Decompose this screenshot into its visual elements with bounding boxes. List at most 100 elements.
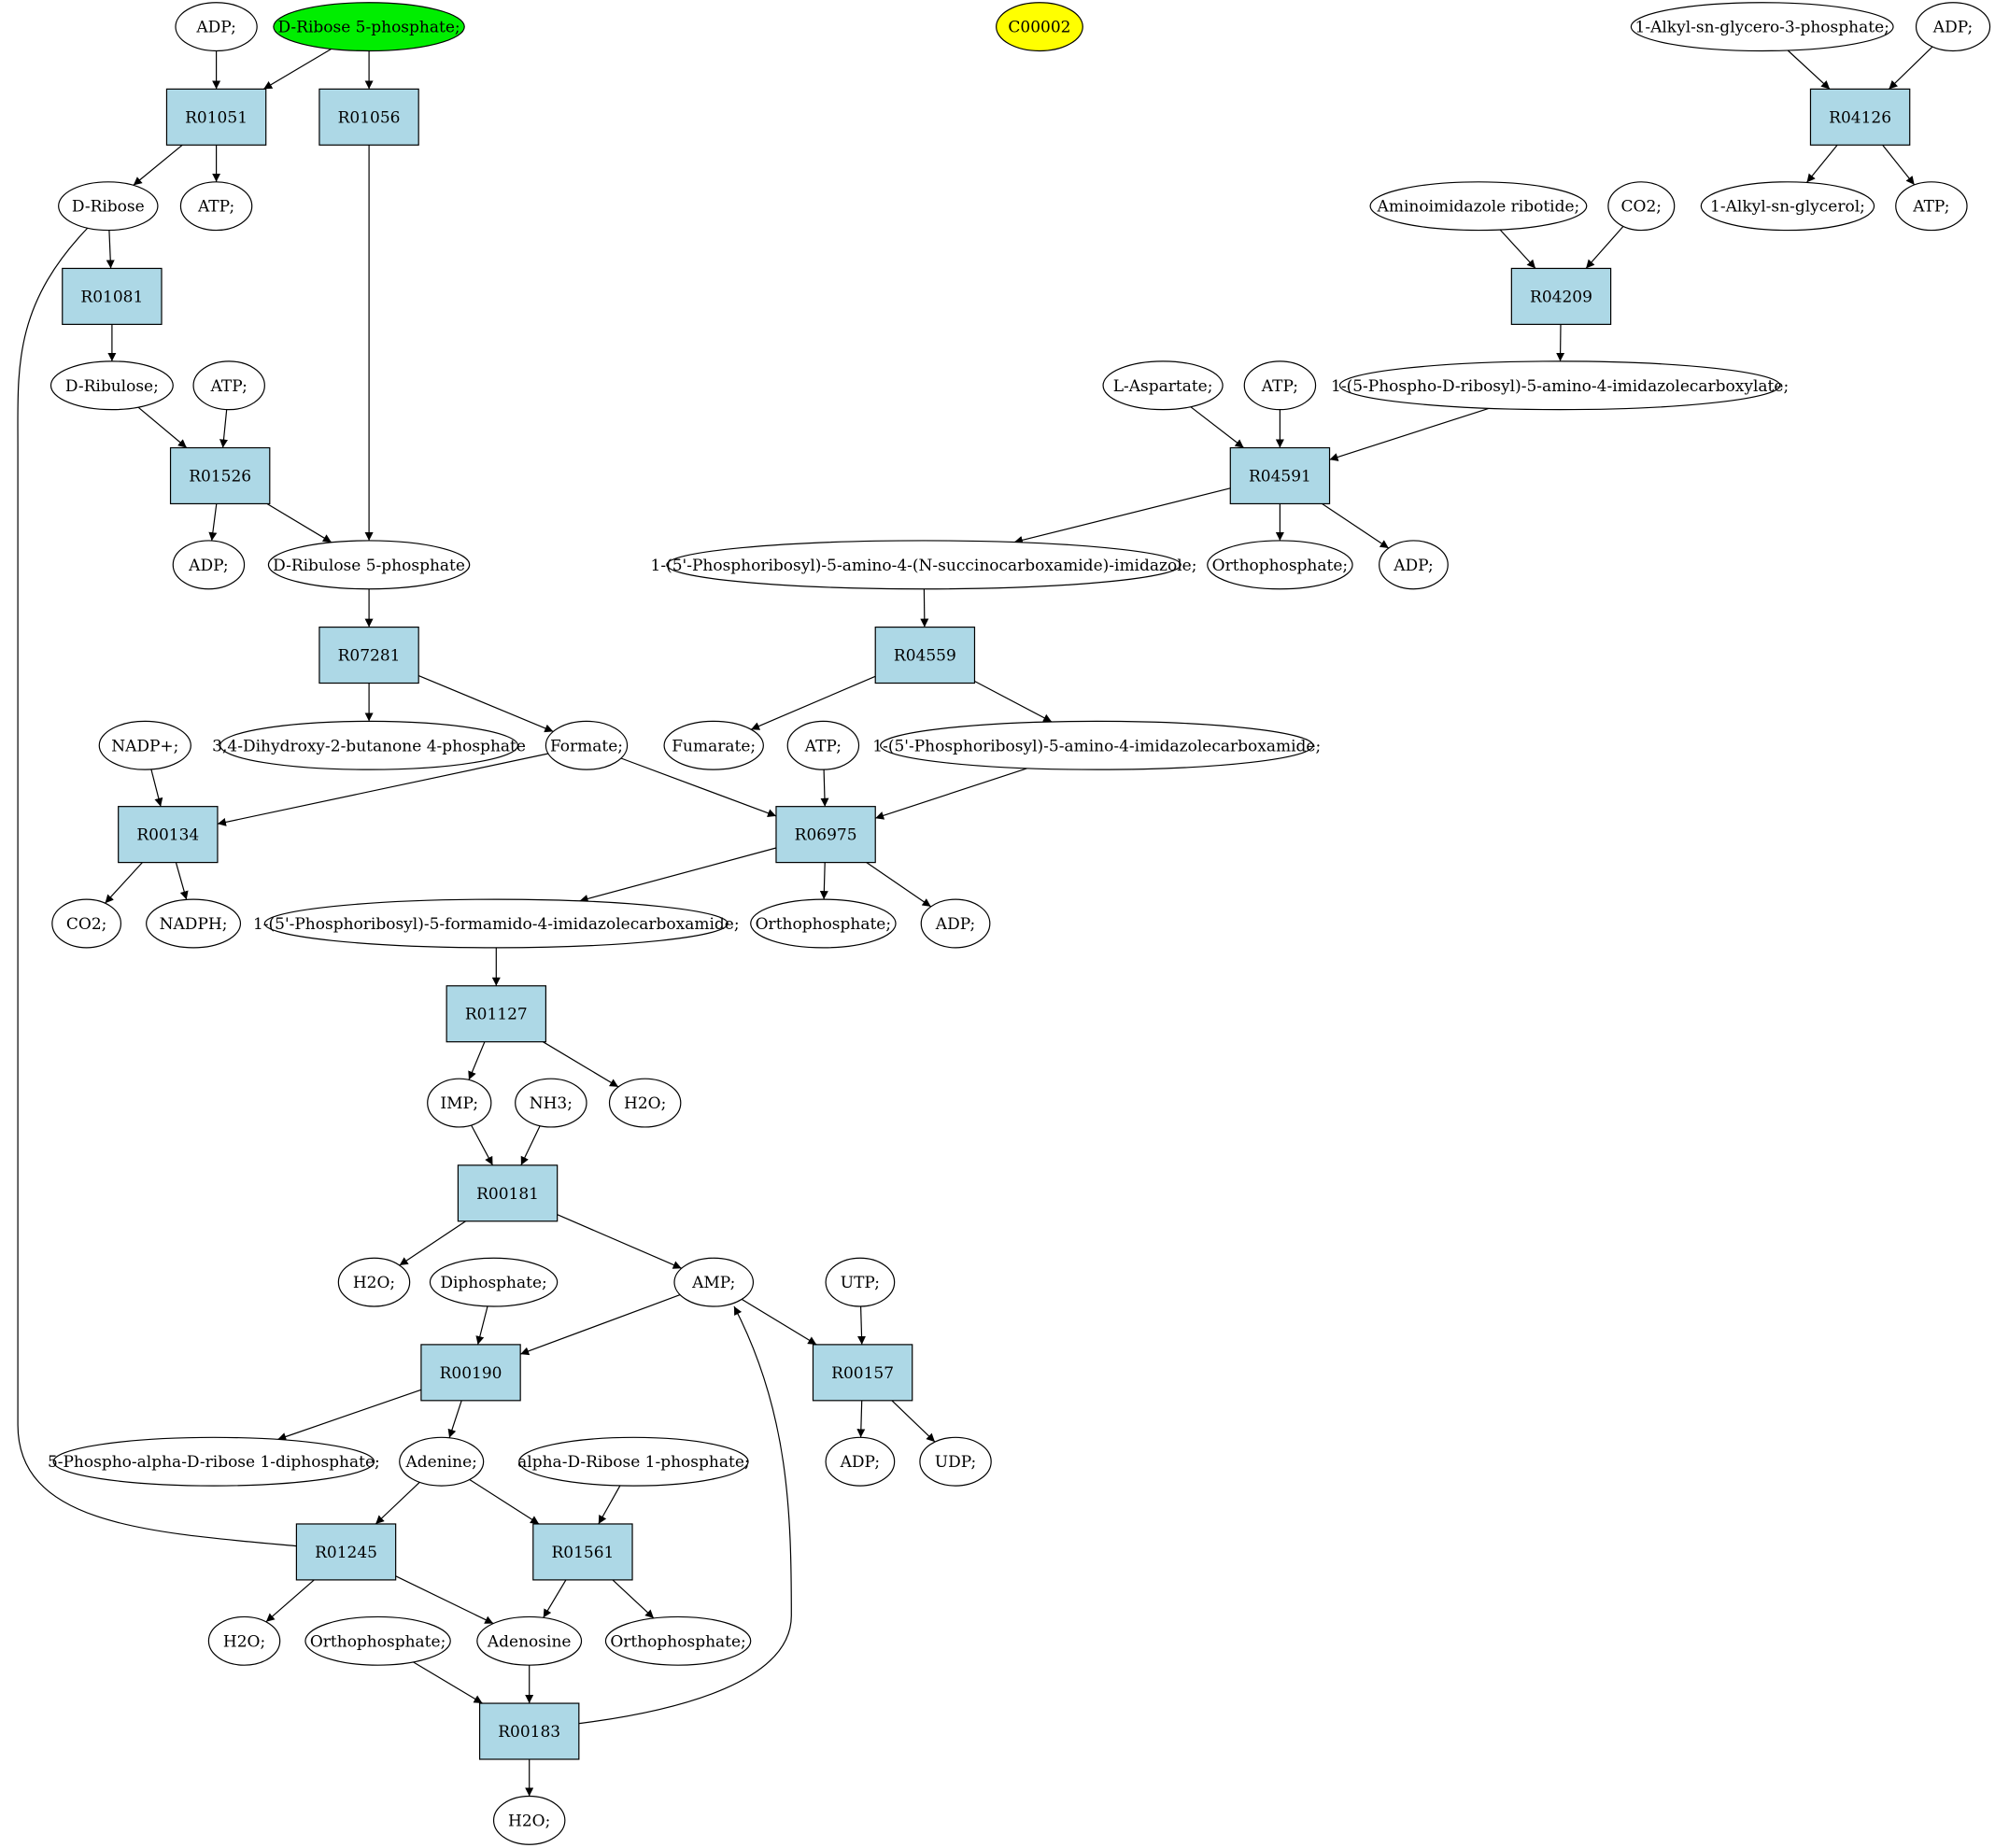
reaction-label: R01081	[80, 288, 143, 306]
compound-node: 3,4-Dihydroxy-2-butanone 4-phosphate	[212, 720, 526, 770]
compound-label: ATP;	[1912, 198, 1949, 217]
compound-ellipse	[219, 720, 519, 770]
compound-node: Orthophosphate;	[750, 898, 897, 949]
compound-ellipse	[1243, 360, 1317, 411]
reaction-node: R01561	[532, 1523, 633, 1581]
compound-node: UDP;	[919, 1436, 992, 1487]
edge-R06975-to-c31	[819, 862, 828, 900]
compound-node: 1-Alkyl-sn-glycero-3-phosphate;	[1630, 2, 1894, 52]
compound-label: H2O;	[223, 1632, 265, 1651]
reaction-label: R01526	[189, 467, 251, 486]
reaction-label: R06975	[795, 826, 857, 845]
compound-node: H2O;	[608, 1078, 682, 1128]
edge-c24-to-R06975	[620, 757, 777, 817]
reaction-label: R00157	[831, 1364, 894, 1383]
reaction-node: R07281	[318, 626, 419, 684]
compound-label: Fumarate;	[672, 737, 756, 755]
compound-label: Adenine;	[405, 1453, 477, 1472]
reaction-label: R04209	[1530, 288, 1592, 306]
reaction-label: R04559	[894, 647, 956, 666]
compound-label: Orthophosphate;	[1212, 557, 1348, 575]
compound-node: ADP;	[825, 1436, 896, 1487]
edge-c24-to-R00134	[217, 753, 549, 826]
compound-label: Formate;	[550, 737, 623, 755]
compound-label: ATP;	[210, 377, 248, 396]
compound-label: IMP;	[440, 1094, 478, 1113]
compound-node: ADP;	[1379, 540, 1449, 590]
compound-ellipse	[207, 1615, 281, 1666]
compound-ellipse	[919, 1436, 992, 1487]
edge-R06975-to-c30	[579, 847, 777, 903]
reaction-node: R06975	[775, 806, 876, 864]
compound-node: 5-Phospho-alpha-D-ribose 1-diphosphate;	[48, 1436, 380, 1487]
compound-label: ATP;	[1261, 377, 1298, 396]
compound-node: 1-(5'-Phosphoribosyl)-5-amino-4-(N-succi…	[651, 540, 1196, 590]
reaction-label: R01051	[185, 108, 248, 127]
compound-label: L-Aspartate;	[1113, 377, 1213, 396]
compound-node: 1-(5'-Phosphoribosyl)-5-amino-4-imidazol…	[872, 720, 1321, 770]
compound-node: Orthophosphate;	[304, 1615, 451, 1666]
reaction-label: R00190	[440, 1364, 502, 1383]
compound-node: D-Ribose 5-phosphate;	[273, 2, 465, 52]
compound-label: D-Ribose	[72, 198, 145, 217]
compound-label: D-Ribose 5-phosphate;	[277, 19, 460, 37]
edge-c26-to-R06975	[820, 769, 829, 807]
compound-node: Adenine;	[399, 1436, 485, 1487]
reaction-label: R00183	[498, 1723, 560, 1742]
reaction-box	[775, 806, 876, 864]
compound-node: 1-(5-Phospho-D-ribosyl)-5-amino-4-imidaz…	[1331, 360, 1789, 411]
compound-node: Aminoimidazole ribotide;	[1369, 181, 1588, 232]
reaction-node: R00134	[118, 806, 219, 864]
edge-c12-to-R01526	[137, 406, 188, 448]
compound-label: ADP;	[1393, 557, 1433, 575]
compound-ellipse	[304, 1615, 451, 1666]
edge-R00181-to-c36	[399, 1220, 466, 1266]
reaction-box	[1229, 446, 1331, 505]
compound-ellipse	[786, 720, 860, 770]
reaction-box	[118, 806, 219, 864]
compound-ellipse	[146, 898, 242, 949]
compound-node: Diphosphate;	[429, 1257, 559, 1307]
edge-c37-to-R00190	[475, 1305, 488, 1346]
edge-R00181-to-c38	[557, 1214, 682, 1269]
reaction-box	[1510, 267, 1612, 325]
edge-R04591-to-c19	[1013, 487, 1231, 544]
reaction-box	[446, 985, 547, 1043]
reaction-box	[532, 1523, 633, 1581]
compound-ellipse	[1102, 360, 1224, 411]
edge-c41-to-R01245	[375, 1481, 420, 1525]
compound-label: ADP;	[1932, 19, 1973, 37]
edge-R01127-to-c33	[468, 1041, 486, 1080]
edge-c2-to-R01051	[262, 48, 332, 90]
compound-label: Orthophosphate;	[310, 1632, 446, 1651]
compound-label: UDP;	[935, 1453, 977, 1472]
edge-c6-to-R01081	[106, 230, 115, 269]
edge-R07281-to-c24	[417, 675, 554, 733]
reaction-node: R00157	[812, 1344, 913, 1402]
compound-ellipse	[1207, 540, 1353, 590]
edge-R06975-to-c32	[866, 862, 932, 908]
compound-label: AMP;	[691, 1274, 735, 1292]
compound-node: Adenosine	[476, 1615, 583, 1666]
compound-ellipse	[996, 2, 1083, 52]
compound-label: NADPH;	[160, 915, 228, 934]
compound-ellipse	[50, 360, 174, 411]
edge-c8-to-R04209	[1499, 229, 1536, 269]
reaction-box	[812, 1344, 913, 1402]
compound-label: ADP;	[840, 1453, 880, 1472]
edge-R04126-to-c11	[1882, 144, 1916, 186]
compound-label: 1-(5-Phospho-D-ribosyl)-5-amino-4-imidaz…	[1331, 377, 1789, 396]
edge-R01526-to-c18	[266, 502, 332, 543]
compound-label: Aminoimidazole ribotide;	[1377, 198, 1580, 217]
reaction-label: R01056	[338, 108, 401, 127]
reaction-label: R07281	[338, 647, 401, 666]
compound-ellipse	[608, 1078, 682, 1128]
compound-ellipse	[666, 540, 1181, 590]
reaction-label: R04126	[1829, 108, 1891, 127]
compound-ellipse	[920, 898, 991, 949]
compound-label: 5-Phospho-alpha-D-ribose 1-diphosphate;	[48, 1453, 380, 1472]
reaction-node: R01051	[165, 88, 267, 146]
edge-c27-to-R06975	[875, 768, 1027, 820]
compound-node: ADP;	[1915, 2, 1991, 52]
